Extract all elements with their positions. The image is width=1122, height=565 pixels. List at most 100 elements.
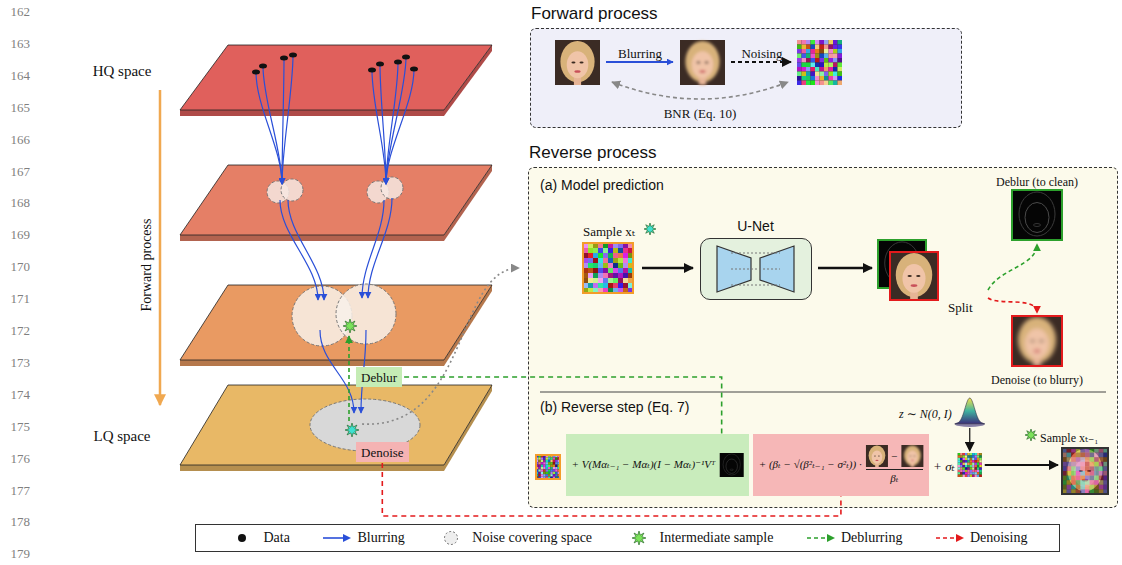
noise-pixel <box>555 457 557 459</box>
noise-pixel <box>975 472 977 474</box>
noise-region <box>381 177 403 199</box>
noise-pixel <box>806 45 811 50</box>
image-background <box>1012 190 1062 240</box>
noise-pixel <box>543 472 545 474</box>
line-number: 167 <box>11 164 31 179</box>
noise-pixel <box>958 467 960 469</box>
image-border <box>583 243 633 293</box>
noise-pixel <box>1071 485 1076 490</box>
eye <box>916 275 920 277</box>
noise-pixel <box>588 273 593 278</box>
noise-pixel <box>811 54 816 59</box>
noise-pixel <box>967 453 969 455</box>
noise-pixel <box>618 283 623 288</box>
noise-pixel <box>1085 462 1090 467</box>
noise-pixel <box>838 54 843 59</box>
noise-pixel <box>977 463 979 465</box>
noise-pixel <box>802 40 807 45</box>
blurring-arrow <box>256 72 282 184</box>
text-label: BNR (Eq. 10) <box>664 106 737 121</box>
noise-pixel <box>797 40 802 45</box>
noise-pixel <box>802 67 807 72</box>
noise-pixel <box>967 463 969 465</box>
noise-pixel <box>965 460 967 462</box>
noise-pixel <box>970 467 972 469</box>
noise-pixel <box>603 263 608 268</box>
noise-pixel <box>811 63 816 68</box>
data-point <box>410 67 418 72</box>
noise-pixel <box>1071 457 1076 462</box>
flow-arrow <box>985 464 1058 466</box>
noise-pixel <box>820 67 825 72</box>
line-number: 179 <box>11 546 31 561</box>
noise-pixel <box>967 475 969 477</box>
noise-pixel <box>555 472 557 474</box>
network-box: U-Net <box>700 238 812 300</box>
label-holder: BNR (Eq. 10) <box>664 104 737 122</box>
sample-region <box>445 532 458 545</box>
image-border <box>1012 190 1062 240</box>
eye <box>908 275 912 277</box>
noise-pixel <box>979 467 981 469</box>
noise-pixel <box>623 263 628 268</box>
noise-pixel <box>815 67 820 72</box>
residual-outline <box>725 459 737 473</box>
noise-pixel <box>546 469 548 471</box>
eye <box>1030 340 1035 342</box>
noise-pixel <box>806 76 811 81</box>
noise-pixel <box>598 258 603 263</box>
label-holder: Forward process <box>137 219 155 312</box>
noise-pixel <box>1067 471 1072 476</box>
noise-pixel <box>965 465 967 467</box>
blurring-arrow <box>372 70 386 184</box>
noise-pixel <box>1090 485 1095 490</box>
noise-pixel <box>797 72 802 77</box>
process-panel: U-Net+ V(Mαₜ₋₁ − Mαₜ)(I − Mαₜ)⁻¹Vᵀ+ (βₜ … <box>528 167 1118 508</box>
noise-pixel <box>588 283 593 288</box>
sampling-arrow <box>969 428 970 451</box>
noise-pixel <box>541 467 543 469</box>
noise-pixel <box>618 273 623 278</box>
noise-pixel <box>833 76 838 81</box>
noise-pixel <box>1099 476 1104 481</box>
eye <box>1039 340 1044 342</box>
noise-pixel <box>979 475 981 477</box>
label-holder: 169 <box>11 225 31 243</box>
star-marker <box>632 531 646 545</box>
noise-pixel <box>958 453 960 455</box>
text-label: (b) Reverse step (Eq. 7) <box>540 399 689 415</box>
noise-pixel <box>820 45 825 50</box>
noise-pixel <box>550 469 552 471</box>
hair <box>868 445 885 465</box>
noise-pixel <box>811 49 816 54</box>
noise-pixel <box>593 283 598 288</box>
noise-pixel <box>967 460 969 462</box>
sample-head <box>956 534 964 542</box>
legend-text: Deblurring <box>841 530 902 546</box>
sample-dot <box>238 534 246 542</box>
image-content <box>536 455 560 479</box>
noise-pixel <box>958 465 960 467</box>
image-thumbnail <box>680 40 725 85</box>
noise-pixel <box>960 472 962 474</box>
noise-pixel <box>820 72 825 77</box>
noise-pixel <box>1094 462 1099 467</box>
noise-pixel <box>1080 480 1085 485</box>
label-holder: Sample xₜ₋₁ <box>1040 428 1098 446</box>
noise-pixel <box>975 470 977 472</box>
image-content <box>685 41 719 85</box>
label-holder: Sample xₜ <box>583 222 635 240</box>
section-divider <box>540 392 1106 393</box>
noise-pixel <box>618 258 623 263</box>
legend-entry: Noise covering space <box>436 530 592 546</box>
noise-pixel <box>548 469 550 471</box>
noise-pixel <box>1076 485 1081 490</box>
node-text: + (βₜ − √(β²ₜ₋₁ − σ²ₜ)) · <box>759 458 862 471</box>
noise-pixel <box>618 263 623 268</box>
noise-pixel <box>538 467 540 469</box>
image-content <box>904 445 921 467</box>
label-holder: Deblur (to clean) <box>996 172 1078 190</box>
label-holder: 162 <box>11 2 31 20</box>
noise-pixel <box>797 49 802 54</box>
blurring-arrow <box>282 55 293 184</box>
